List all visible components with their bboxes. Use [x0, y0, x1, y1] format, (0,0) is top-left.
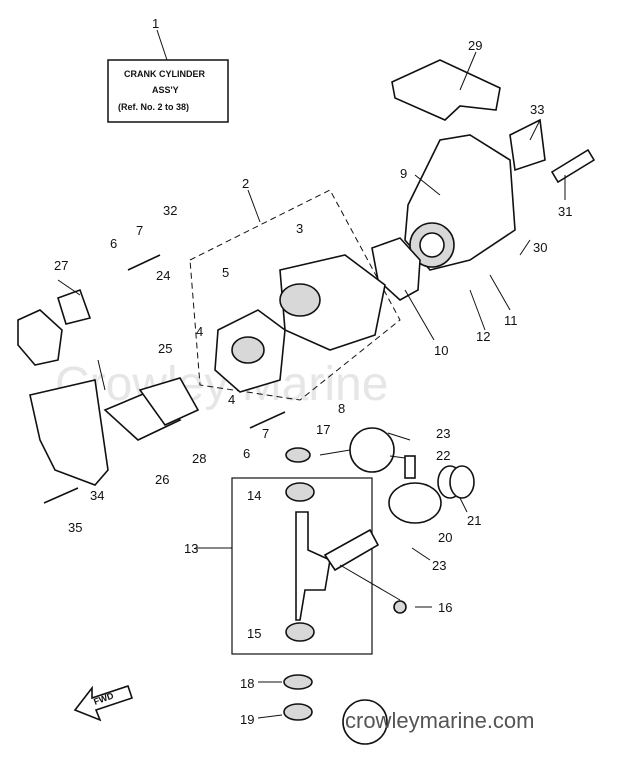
callout-18: 18: [240, 676, 254, 691]
top-cover-plate: [391, 59, 501, 121]
callout-10: 10: [434, 343, 448, 358]
callout-5: 5: [222, 265, 229, 280]
callout-8: 8: [338, 401, 345, 416]
callout-32: 32: [163, 203, 177, 218]
callout-16: 16: [438, 600, 452, 615]
piston-ring-2: [449, 465, 475, 499]
callout-29: 29: [468, 38, 482, 53]
callout-19: 19: [240, 712, 254, 727]
callout-7a: 7: [136, 223, 143, 238]
bolt-6-top: [127, 254, 161, 271]
intake-silencer: [29, 379, 109, 486]
bolt-35: [43, 487, 79, 504]
intake-cover: [17, 309, 63, 366]
callout-9: 9: [400, 166, 407, 181]
callout-35: 35: [68, 520, 82, 535]
bolt-6-bottom: [249, 411, 286, 429]
callout-4b: 4: [228, 392, 235, 407]
bearing-15: [285, 622, 315, 642]
callout-21: 21: [467, 513, 481, 528]
callout-30: 30: [533, 240, 547, 255]
bearing-14: [285, 482, 315, 502]
watermark-bottom: crowleymarine.com: [345, 708, 535, 733]
crankcase-bore: [231, 336, 265, 364]
reed-valve: [57, 288, 92, 325]
piston: [388, 482, 442, 524]
callout-6b: 6: [243, 446, 250, 461]
bracket-bore-inner: [419, 232, 445, 258]
callout-28: 28: [192, 451, 206, 466]
callout-23a: 23: [436, 426, 450, 441]
callout-4a: 4: [196, 324, 203, 339]
callout-27: 27: [54, 258, 68, 273]
callout-11: 11: [504, 313, 518, 328]
detail-circle-top: [349, 427, 395, 473]
callout-15: 15: [247, 626, 261, 641]
assembly-line-1: CRANK CYLINDER: [124, 69, 206, 79]
callout-7b: 7: [262, 426, 269, 441]
spark-plug: [550, 148, 596, 184]
reed-gasket: [138, 377, 200, 427]
piston-pin: [404, 455, 416, 479]
forward-arrow: FWD: [73, 684, 134, 722]
connecting-rod: [323, 528, 380, 572]
callout-22: 22: [436, 448, 450, 463]
callout-2: 2: [242, 176, 249, 191]
cylinder-assy-boundary: [189, 189, 401, 401]
callout-3: 3: [296, 221, 303, 236]
callout-12: 12: [476, 329, 490, 344]
oil-seal-18: [283, 674, 313, 690]
callout-24: 24: [156, 268, 170, 283]
bearing-19: [283, 703, 313, 721]
callout-labels: 1 2 3 4 4 5 6 6 7 7 8 9 10 11 12 13 14 1…: [54, 16, 572, 727]
callout-23b: 23: [432, 558, 446, 573]
assembly-label-box: CRANK CYLINDER ASS'Y (Ref. No. 2 to 38): [107, 59, 229, 123]
crankshaft-assy-boundary: [231, 477, 373, 655]
assembly-line-2: ASS'Y: [152, 85, 179, 95]
bearing-17: [285, 447, 311, 463]
callout-26: 26: [155, 472, 169, 487]
callout-20: 20: [438, 530, 452, 545]
callout-33: 33: [530, 102, 544, 117]
crankshaft: [295, 511, 331, 621]
callout-25: 25: [158, 341, 172, 356]
detail-circle-bottom: [342, 699, 388, 745]
assembly-line-3: (Ref. No. 2 to 38): [118, 102, 189, 112]
callout-34: 34: [90, 488, 104, 503]
cylinder-bore: [279, 283, 321, 317]
callout-31: 31: [558, 204, 572, 219]
leader-lines: [57, 29, 566, 719]
callout-1: 1: [152, 16, 159, 31]
callout-13: 13: [184, 541, 198, 556]
callout-14: 14: [247, 488, 261, 503]
callout-17: 17: [316, 422, 330, 437]
warning-plate: [509, 118, 546, 172]
callout-6a: 6: [110, 236, 117, 251]
clip-16: [393, 600, 407, 614]
